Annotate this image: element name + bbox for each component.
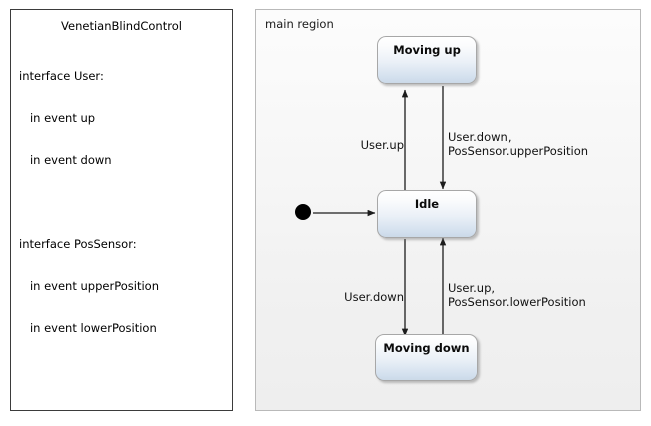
state-moving-down[interactable]: Moving down bbox=[375, 334, 478, 381]
interface-line-event-lowerposition: in event lowerPosition bbox=[19, 321, 157, 335]
interface-line-event-down: in event down bbox=[19, 153, 112, 167]
transition-label-moving-up-to-idle: User.down, PosSensor.upperPosition bbox=[448, 130, 589, 158]
transition-label-moving-down-to-idle: User.up, PosSensor.lowerPosition bbox=[448, 281, 586, 309]
interface-line-user: interface User: bbox=[19, 69, 104, 83]
state-idle-label: Idle bbox=[414, 197, 440, 211]
panel-title: VenetianBlindControl bbox=[61, 19, 182, 33]
state-moving-down-label: Moving down bbox=[383, 341, 470, 355]
state-idle[interactable]: Idle bbox=[377, 190, 477, 238]
interface-definition-panel: VenetianBlindControl interface User: in … bbox=[10, 9, 233, 411]
main-region-label: main region bbox=[265, 17, 334, 31]
transition-label-idle-to-moving-down: User.down bbox=[344, 290, 404, 304]
interface-line-event-upperposition: in event upperPosition bbox=[19, 279, 159, 293]
interface-line-event-up: in event up bbox=[19, 111, 96, 125]
interface-line-possensor: interface PosSensor: bbox=[19, 237, 137, 251]
state-moving-up-label: Moving up bbox=[393, 43, 461, 57]
transition-label-idle-to-moving-up: User.up bbox=[360, 138, 404, 152]
initial-state-node[interactable] bbox=[295, 204, 311, 220]
interface-line-spacer bbox=[19, 195, 232, 209]
state-moving-up[interactable]: Moving up bbox=[377, 36, 477, 84]
interface-declarations: interface User: in event up in event dow… bbox=[11, 41, 232, 363]
